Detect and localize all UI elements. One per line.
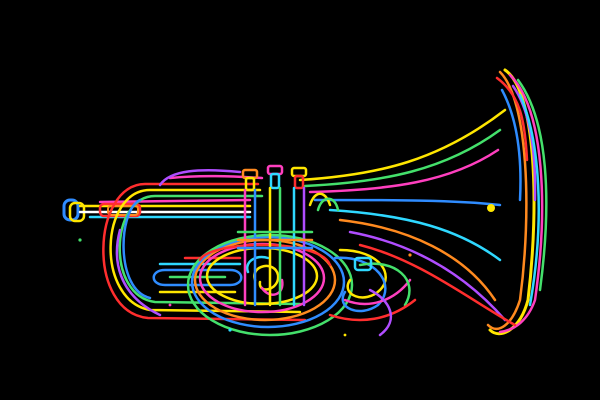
bell-outline-magenta: [498, 73, 544, 334]
slide-blue: [152, 268, 243, 287]
valve-cluster: [236, 164, 314, 307]
knot-red: [328, 298, 417, 322]
trumpet-bell: [298, 68, 548, 336]
center-coil: [186, 233, 354, 337]
upper-arc-yellow: [308, 192, 332, 207]
bell-taper-cyan: [328, 208, 502, 262]
bell-taper-green: [303, 128, 502, 188]
valve-3: [290, 166, 308, 307]
knot-magenta: [343, 278, 412, 306]
bell-taper-blue: [313, 198, 502, 207]
knot-waterkey-cyan: [353, 256, 373, 272]
upper-bell-connector: [158, 168, 340, 212]
knot-blue: [333, 256, 387, 313]
outer-loop-purple: [115, 228, 162, 317]
coil-red: [198, 243, 332, 267]
outer-loop-red: [102, 182, 307, 322]
bell-taper-yellow: [298, 108, 507, 182]
sparkle-dot: [228, 328, 232, 332]
valve-2-cap-cyan: [269, 172, 281, 190]
bell-taper-purple: [348, 230, 507, 322]
coil-blue: [190, 235, 346, 329]
bell-outline-red: [495, 76, 529, 162]
mouthpiece-leadpipe: [62, 198, 252, 223]
bell-taper-magenta: [308, 148, 500, 194]
sparkle-dot: [78, 238, 82, 242]
leadpipe-magenta: [98, 198, 252, 204]
knot-purple: [368, 288, 392, 337]
upper-arc-purple: [158, 168, 242, 187]
bell-taper-red: [358, 243, 517, 327]
sparkle-dot: [168, 303, 172, 307]
bell-outline-blue: [500, 88, 522, 202]
knot-yellow: [338, 248, 387, 299]
bell-outline-green: [516, 78, 548, 292]
bell-outline-orange: [486, 70, 528, 331]
bell-taper-orange: [338, 218, 497, 302]
upper-arc-green: [316, 197, 340, 212]
sparkle-dot: [408, 253, 412, 257]
valve-1-cap-yellow: [244, 176, 256, 192]
outer-loop-green: [118, 194, 302, 306]
sparkle-dot: [343, 333, 347, 337]
inner-swirl-cyan: [245, 255, 270, 274]
bell-outline-cyan: [518, 93, 540, 307]
bell-highlight-dot: [487, 204, 495, 212]
lower-bow-knot: [328, 248, 417, 337]
outer-loop-yellow: [109, 188, 302, 314]
valve-3-cap-red: [293, 174, 305, 190]
outer-loop-blue: [122, 198, 152, 300]
sparkle-accents: [78, 238, 412, 337]
valve-2: [266, 164, 284, 307]
inner-swirl-yellow: [253, 264, 280, 291]
inner-swirl-magenta: [260, 278, 284, 296]
